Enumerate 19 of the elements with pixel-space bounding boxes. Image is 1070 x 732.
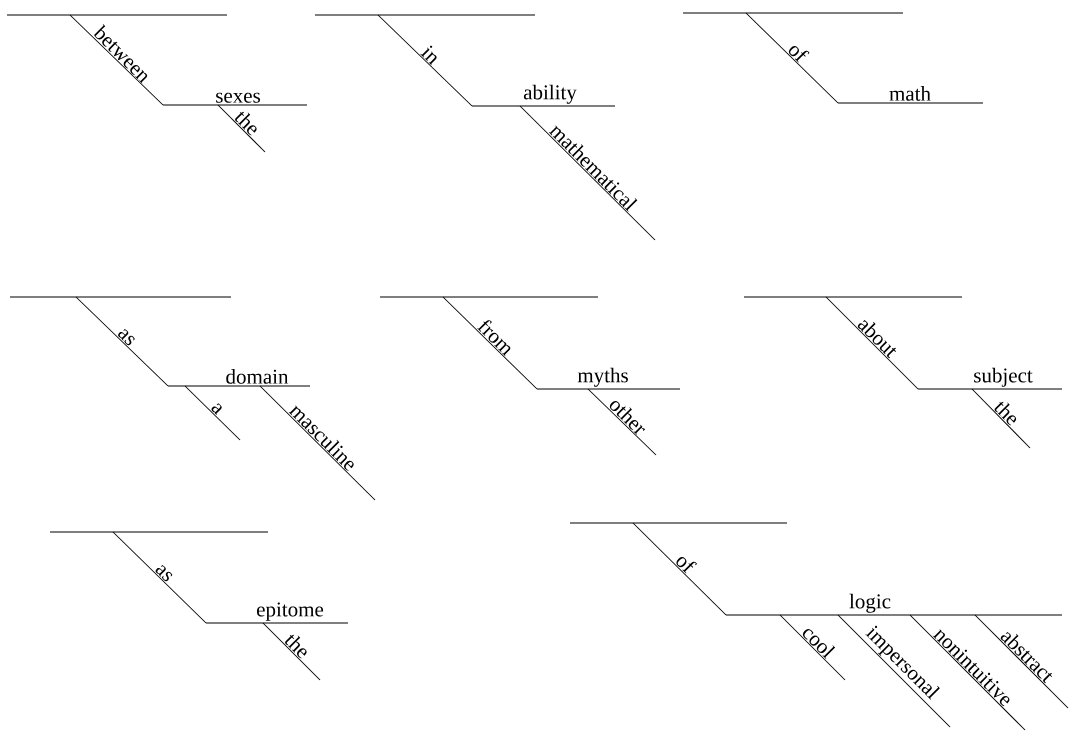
word: the <box>285 634 307 659</box>
word: of <box>676 557 697 574</box>
word: ability <box>523 84 577 104</box>
word: the <box>235 111 257 136</box>
word: the <box>994 401 1017 426</box>
word: as <box>155 564 173 582</box>
word: epitome <box>257 602 324 621</box>
word: domain <box>226 369 289 384</box>
word: myths <box>577 367 628 387</box>
word: a <box>211 403 222 416</box>
word: cool <box>802 629 836 659</box>
word: in <box>420 45 437 66</box>
word: subject <box>974 367 1033 387</box>
word: logic <box>849 593 891 613</box>
word: sexes <box>216 92 260 103</box>
word: as <box>118 328 135 346</box>
word: other <box>609 401 646 435</box>
word: math <box>889 86 931 101</box>
word: of <box>788 46 810 63</box>
